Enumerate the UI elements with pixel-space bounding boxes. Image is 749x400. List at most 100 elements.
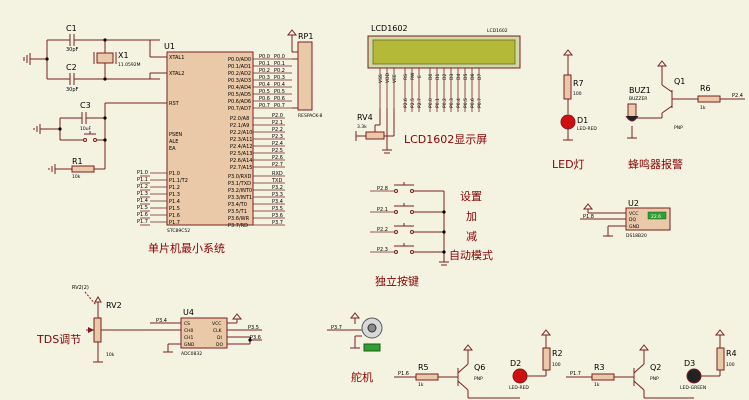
key-label: 减	[466, 230, 477, 243]
net-label: P3.3	[272, 192, 283, 198]
buz-value: BUZZER	[629, 96, 647, 102]
net-label: P0.6	[274, 96, 285, 102]
net-label: P0.3	[449, 98, 455, 108]
key-switch	[394, 223, 444, 234]
adc-pin: VCC	[212, 321, 221, 327]
mcu-pin: P2.2/A10	[230, 130, 252, 136]
mcu-pin: P3.3/INT1	[228, 195, 252, 201]
mcu-pin: P1.6	[169, 213, 180, 219]
net-label: P1.7	[137, 219, 148, 225]
lcd-pin: D2	[442, 74, 448, 80]
net-label: P1.0	[137, 170, 148, 176]
adc-pin: CLK	[213, 328, 223, 334]
c2-value: 30pF	[66, 87, 79, 93]
rv2-ref: RV2	[106, 301, 122, 310]
d2-ref: D2	[510, 359, 521, 368]
net-label: P3.7	[272, 220, 283, 226]
key-label: 加	[466, 210, 477, 223]
ds18b20-pin: VCC	[629, 211, 638, 217]
net-label: P0.4	[259, 82, 270, 88]
q6-value: PNP	[474, 376, 483, 382]
rv2-value: 10k	[106, 352, 115, 358]
net-label: P3.6	[250, 335, 261, 341]
mcu-pin: P3.4/T0	[228, 202, 247, 208]
q2-value: PNP	[650, 376, 659, 382]
r2-value: 100	[552, 362, 561, 368]
net-label: P3.6	[272, 213, 283, 219]
mcu-pin: P1.2	[169, 185, 180, 191]
lcd-pin: VEE	[392, 74, 398, 83]
x1-ref: X1	[118, 51, 129, 60]
lcd-section: LCD1602 LCD1602 VSS VDD VEE RS RW E D0 D…	[355, 24, 521, 154]
adc-pin: GND	[184, 342, 195, 348]
r4-ref: R4	[726, 349, 737, 358]
q1-ref: Q1	[674, 77, 685, 86]
net-label: P3.4	[272, 199, 283, 205]
potentiometer-rv4	[365, 131, 385, 140]
mcu-pin: P2.3/A11	[230, 137, 252, 143]
net-label: P1.7	[570, 371, 581, 377]
net-label: P1.6	[398, 371, 409, 377]
lcd-pin: D1	[435, 74, 441, 80]
adc-pin: CH0	[184, 328, 194, 334]
mcu-pin: P1.0	[169, 171, 180, 177]
x1-value: 11.0592M	[118, 62, 141, 68]
caption-led: LED灯	[552, 158, 585, 171]
r2-ref: R2	[552, 349, 563, 358]
mcu-pin: P3.7/RD	[228, 223, 248, 229]
net-label: P3.7	[331, 325, 342, 331]
net-label: P1.8	[583, 214, 594, 220]
r7-value: 100	[573, 91, 582, 97]
d3-value: LED-GREEN	[680, 385, 706, 391]
lcd-pin: D7	[477, 74, 483, 80]
lcd-pin: VDD	[385, 72, 391, 83]
rp1-value: RESPACK-8	[298, 113, 322, 119]
mcu-pin: P2.5/A13	[230, 151, 252, 157]
c2-ref: C2	[66, 63, 77, 72]
c1-ref: C1	[66, 24, 77, 33]
r3-value: 1k	[594, 382, 600, 388]
net-label: P2.2	[272, 127, 283, 133]
servo-indicator	[363, 343, 381, 352]
mcu-pin: ALE	[169, 139, 178, 145]
resistor-r1	[71, 165, 95, 173]
net-label: P0.5	[463, 98, 469, 108]
lcd-ref: LCD1602	[371, 24, 408, 33]
net-label: P0.1	[259, 61, 270, 67]
resistor-r5	[415, 373, 439, 381]
mcu-pin: P0.6/AD6	[228, 99, 251, 105]
net-label: P3.5	[248, 325, 259, 331]
mcu-pin: P0.4/AD4	[228, 85, 251, 91]
net-label: P2.3	[377, 247, 388, 253]
resistor-r2	[542, 347, 551, 371]
mcu-pin: RST	[169, 101, 180, 107]
r5-value: 1k	[418, 382, 424, 388]
net-label: RXD	[272, 171, 283, 177]
net-label: P0.4	[456, 98, 462, 108]
net-label: P0.2	[442, 98, 448, 108]
tds-section: RV2(2) RV2 10k TDS调节	[36, 285, 122, 363]
led-section: R7 100 D1 LED-RED LED灯	[552, 49, 597, 171]
mcu-pin: XTAL2	[169, 71, 184, 77]
mcu-pin: P2.4/A12	[230, 144, 252, 150]
lcd-pin: D6	[470, 74, 476, 80]
mcu-pin: P1.4	[169, 199, 180, 205]
mcu-pin: P2.6/A14	[230, 158, 252, 164]
lcd-pin: E	[417, 75, 423, 78]
lcd-pins: VSS VDD VEE RS RW E D0 D1 D2 D3 D4 D5 D6…	[378, 68, 483, 112]
lcd-pin: RW	[410, 72, 416, 80]
net-label: P0.3	[274, 75, 285, 81]
lcd-title: LCD1602	[487, 28, 508, 34]
net-label: P1.2	[137, 184, 148, 190]
r6-ref: R6	[700, 84, 711, 93]
c3-value: 10uF	[80, 126, 92, 132]
adc-chip	[180, 317, 228, 349]
led-d1	[560, 114, 576, 130]
net-label: P0.5	[259, 89, 270, 95]
mcu-pin: P3.0/RXD	[228, 174, 252, 180]
keys-section: P2.8 P2.1 P2.2 P2.3 设置 加 减 自动模式	[370, 182, 493, 288]
resistor-r3	[591, 373, 615, 381]
q6-ref: Q6	[474, 363, 485, 372]
buzzer-icon	[627, 103, 637, 119]
